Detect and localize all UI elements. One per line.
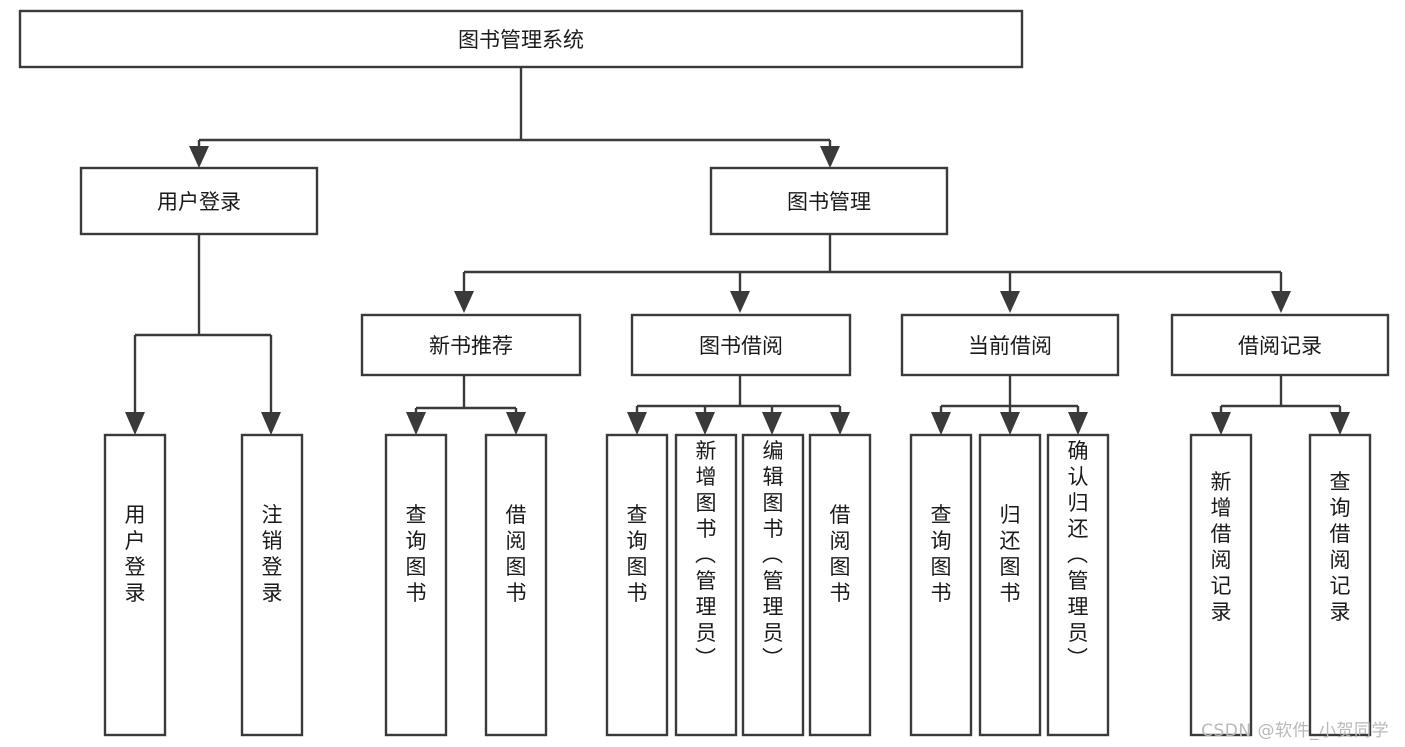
connectors-book-borrow-to-leaves [627,375,850,435]
leaf-book-borrow-add[interactable]: 新增图书（管理员） [674,433,738,737]
leaf-user-login-login-box [103,433,167,737]
node-book-borrow-box [630,313,852,377]
node-book-management[interactable]: 图书管理 [709,166,949,236]
arrow-head-icon [506,412,526,435]
leaf-current-borrow-query[interactable]: 查询图书 [909,433,973,737]
node-user-login-box [79,166,319,236]
arrow-head-icon [189,146,209,168]
arrow-head-icon [1000,291,1020,313]
arrow-head-icon [931,412,951,435]
node-new-book-recommend[interactable]: 新书推荐 [360,313,582,377]
arrow-head-icon [1000,412,1020,435]
leaf-new-book-query-box [384,433,448,737]
leaf-book-borrow-query-box [605,433,669,737]
node-book-management-label: 图书管理 [787,190,871,214]
leaf-current-borrow-confirm-label: 确认归还（管理员） [1067,439,1089,671]
arrow-head-icon [125,412,145,435]
leaf-user-login-login[interactable]: 用户登录 [103,433,167,737]
node-root-system[interactable]: 图书管理系统 [18,9,1024,69]
arrow-head-icon [1271,291,1291,313]
node-user-login-label: 用户登录 [157,190,241,214]
leaf-book-borrow-edit-box [741,433,805,737]
leaf-new-book-query[interactable]: 查询图书 [384,433,448,737]
node-borrow-record-label: 借阅记录 [1238,334,1322,358]
leaf-book-borrow-borrow-box [808,433,872,737]
arrow-head-icon [1068,412,1088,435]
leaf-book-borrow-add-label: 新增图书（管理员） [695,439,717,671]
node-current-borrow[interactable]: 当前借阅 [900,313,1120,377]
arrow-head-icon [830,412,850,435]
leaf-current-borrow-query-box [909,433,973,737]
node-book-borrow-label: 图书借阅 [699,334,783,358]
arrow-head-icon [261,412,281,435]
watermark: CSDN @软件_小贺同学 [1201,721,1389,741]
arrow-head-icon [627,412,647,435]
leaf-new-book-borrow-box [484,433,548,737]
arrow-head-icon [454,291,474,313]
leaf-borrow-record-query[interactable]: 查询借阅记录 [1308,433,1372,737]
leaf-book-borrow-borrow-label: 借阅图书 [830,503,851,605]
leaf-borrow-record-query-label: 查询借阅记录 [1330,470,1351,624]
arrow-head-icon [730,291,750,313]
leaf-current-borrow-query-label: 查询图书 [931,503,952,605]
leaf-current-borrow-return[interactable]: 归还图书 [978,433,1042,737]
leaf-book-borrow-edit-label: 编辑图书（管理员） [762,439,784,671]
leaf-book-borrow-borrow[interactable]: 借阅图书 [808,433,872,737]
node-borrow-record-box [1170,313,1390,377]
node-current-borrow-box [900,313,1120,377]
node-book-borrow[interactable]: 图书借阅 [630,313,852,377]
leaf-book-borrow-add-box [674,433,738,737]
node-root-system-box [18,9,1024,69]
leaf-current-borrow-return-box [978,433,1042,737]
leaf-user-login-logout-box [240,433,304,737]
connectors-book-mgmt-to-level3 [454,234,1291,313]
leaf-new-book-borrow[interactable]: 借阅图书 [484,433,548,737]
arrow-head-icon [406,412,426,435]
node-new-book-recommend-box [360,313,582,377]
leaf-borrow-record-query-box [1308,433,1372,737]
connectors-new-book-to-leaves [406,375,526,435]
node-new-book-recommend-label: 新书推荐 [429,334,513,358]
node-root-system-label: 图书管理系统 [458,28,584,52]
node-current-borrow-label: 当前借阅 [968,334,1052,358]
node-book-management-box [709,166,949,236]
leaf-book-borrow-query-label: 查询图书 [627,503,648,605]
leaf-current-borrow-return-label: 归还图书 [1000,503,1021,605]
connectors-current-borrow-to-leaves [931,375,1088,435]
leaf-borrow-record-add-box [1189,433,1253,737]
arrow-head-icon [695,412,715,435]
leaf-borrow-record-add-label: 新增借阅记录 [1211,470,1232,624]
leaf-current-borrow-confirm[interactable]: 确认归还（管理员） [1046,433,1110,737]
arrow-head-icon [820,146,840,168]
node-borrow-record[interactable]: 借阅记录 [1170,313,1390,377]
leaf-book-borrow-query[interactable]: 查询图书 [605,433,669,737]
arrow-head-icon [1330,412,1350,435]
leaf-new-book-query-label: 查询图书 [406,503,427,605]
leaf-new-book-borrow-label: 借阅图书 [506,503,527,605]
connectors-root-to-level2 [189,67,840,168]
leaf-book-borrow-edit[interactable]: 编辑图书（管理员） [741,433,805,737]
leaf-user-login-logout[interactable]: 注销登录 [240,433,304,737]
connectors-user-login-to-leaves [125,234,281,435]
connectors-borrow-record-to-leaves [1211,375,1350,435]
node-user-login[interactable]: 用户登录 [79,166,319,236]
leaf-borrow-record-add[interactable]: 新增借阅记录 [1189,433,1253,737]
arrow-head-icon [1211,412,1231,435]
arrow-head-icon [762,412,782,435]
leaf-user-login-logout-label: 注销登录 [262,503,283,605]
leaf-current-borrow-confirm-box [1046,433,1110,737]
leaf-user-login-login-label: 用户登录 [125,503,146,605]
